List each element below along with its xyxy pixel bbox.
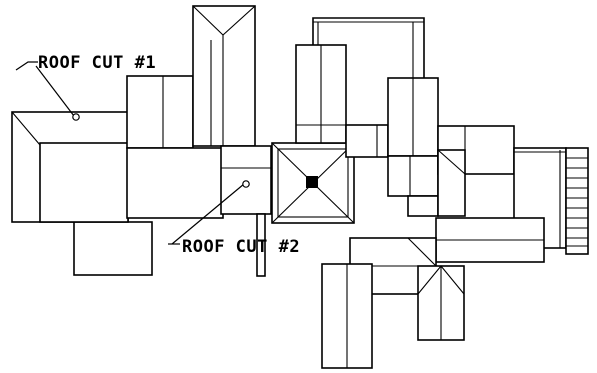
pyramid-hip [271,142,355,224]
pergola-frame [312,17,425,78]
roof-cut-2-label: ROOF CUT #2 [182,237,300,257]
lower-right [321,217,545,369]
stair-treads [566,157,588,247]
pyramid-inner-edge [277,148,349,218]
lower-mid-valley [407,237,437,267]
roof-cut-1-label: ROOF CUT #1 [38,53,156,73]
roof-cut-1-leader-tick [15,61,38,71]
pyramid-cupola [306,176,318,188]
roof-cut-1-leader [35,65,75,117]
roof-cut-1-callout: ROOF CUT #1 [15,53,156,121]
roof-cut-2-area [220,145,272,215]
center-left-block [126,5,272,277]
lower-left-annex [73,221,153,276]
upper-stepped-roof [126,75,194,149]
roof-cut-2-callout: ROOF CUT #2 [168,180,300,257]
left-main-roof [39,142,129,223]
chimney-post [256,213,266,277]
roof-cut-2-leader [171,183,245,245]
tall-gable-roof [192,5,256,147]
right-step-roof [407,195,439,217]
right-mid-roof [387,155,439,197]
roof-cut-1-marker [72,113,80,121]
valley-diagonal [437,149,466,175]
center-left-roof [126,147,224,219]
roof-cut-2-marker [242,180,250,188]
left-wing [11,111,153,276]
right-center [387,77,515,217]
connector-roof [345,124,389,158]
right-valley-roof [437,149,466,217]
upper-center [295,17,425,158]
